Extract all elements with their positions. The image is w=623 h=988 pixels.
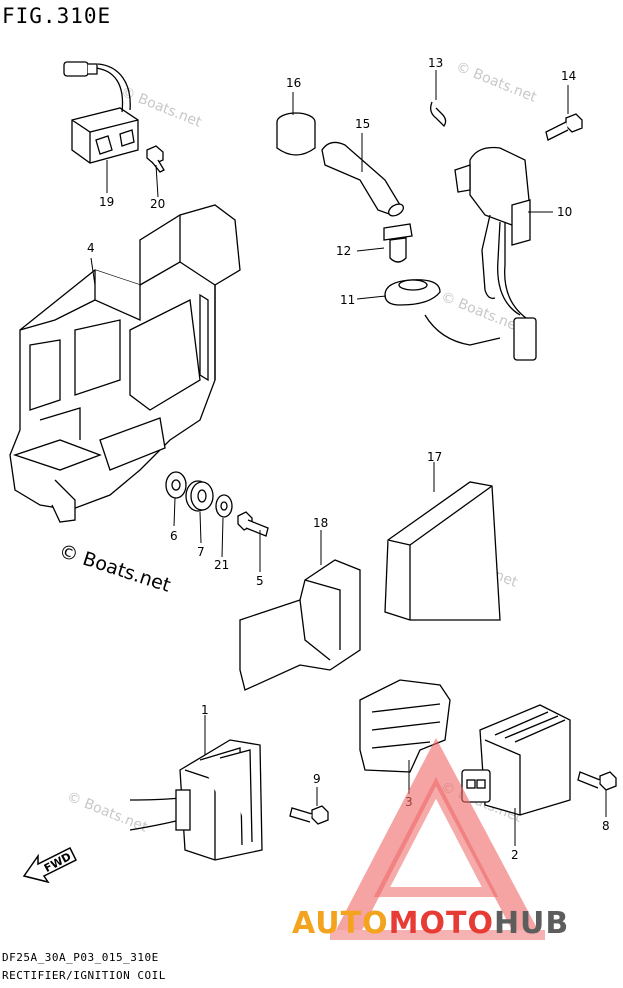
fwd-arrow: FWD [22, 846, 78, 884]
part-13-clip [430, 101, 447, 128]
callout-19: 19 [99, 195, 114, 209]
logo-part-auto: AUTO [292, 906, 389, 941]
figure-code: DF25A_30A_P03_015_310E [2, 951, 159, 964]
part-16-cap [276, 112, 316, 156]
callout-21: 21 [214, 558, 229, 572]
callout-17: 17 [427, 450, 442, 464]
logo-triangle [330, 738, 545, 940]
part-21-washer [215, 494, 233, 518]
callout-12: 12 [336, 244, 351, 258]
callout-13: 13 [428, 56, 443, 70]
watermark: © Boats.net [439, 289, 525, 336]
part-10-ignition-coil [424, 146, 537, 361]
callout-4: 4 [87, 241, 95, 255]
callout-11: 11 [340, 293, 355, 307]
callout-9: 9 [313, 772, 321, 786]
part-6-collar [165, 471, 187, 499]
callout-20: 20 [150, 197, 165, 211]
part-14-bolt [545, 113, 583, 141]
figure-caption: RECTIFIER/IGNITION COIL [2, 969, 166, 982]
callout-7: 7 [197, 545, 205, 559]
part-9-bolt [289, 805, 329, 825]
part-11-grommet [384, 279, 441, 306]
callouts: 16 15 13 14 10 12 11 19 20 4 6 7 21 5 17… [87, 56, 610, 862]
part-2-regulator [461, 704, 571, 816]
part-15-boot [321, 141, 405, 217]
part-8-bolt [577, 771, 617, 791]
callout-18: 18 [313, 516, 328, 530]
callout-2: 2 [511, 848, 519, 862]
part-7-grommet [185, 480, 214, 512]
part-1-rectifier [129, 739, 263, 861]
callout-15: 15 [355, 117, 370, 131]
part-20-bolt [146, 145, 165, 173]
part-18-cover [239, 559, 361, 691]
callout-8: 8 [602, 819, 610, 833]
logo-part-hub: HUB [493, 906, 570, 941]
part-5-bolt [237, 511, 269, 537]
part-4-bracket [9, 204, 241, 523]
figure-title: FIG.310E [2, 4, 112, 28]
part-12-plug [383, 223, 413, 263]
part-17-cdi [384, 481, 501, 621]
callout-14: 14 [561, 69, 576, 83]
watermark: © Boats.net [454, 59, 540, 106]
leader-lines [90, 70, 607, 846]
part-19-relay [63, 61, 139, 164]
callout-10: 10 [557, 205, 572, 219]
logo-part-moto: MOTO [388, 906, 494, 941]
callout-5: 5 [256, 574, 264, 588]
callout-6: 6 [170, 529, 178, 543]
callout-16: 16 [286, 76, 301, 90]
callout-1: 1 [201, 703, 209, 717]
brand-logo: AUTOMOTOHUB [292, 906, 569, 941]
